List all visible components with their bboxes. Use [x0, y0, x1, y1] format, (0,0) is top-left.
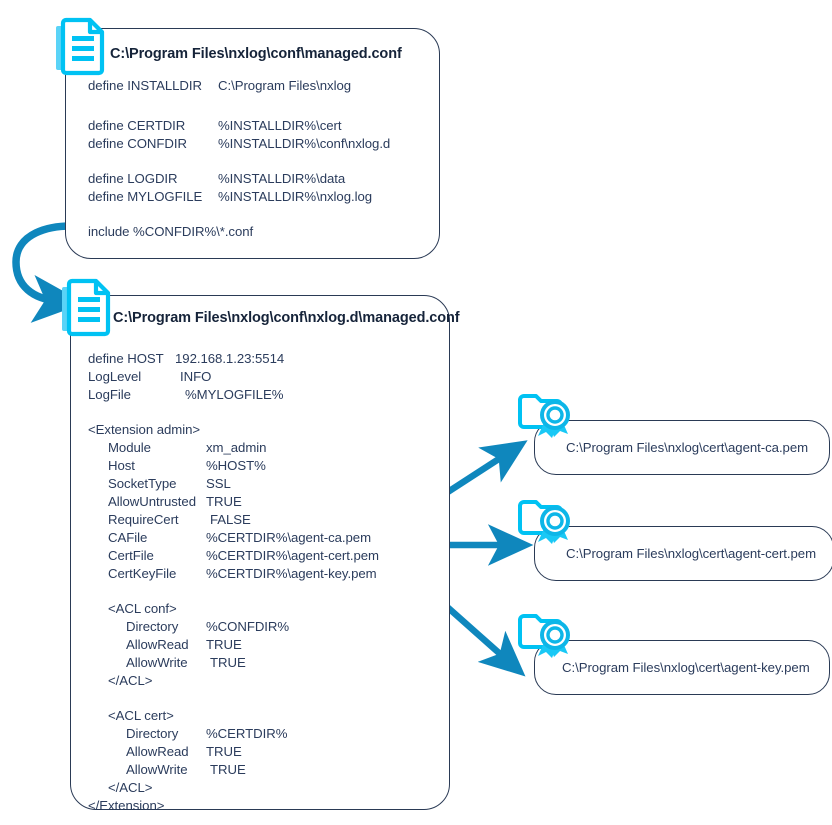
certificate-icon: [516, 608, 572, 664]
config-line: LogFile: [88, 387, 131, 402]
config-key: AllowRead: [126, 637, 189, 652]
config-line: AllowRead: [126, 744, 189, 759]
config-value: %INSTALLDIR%\conf\nxlog.d: [218, 136, 391, 151]
config-key: SocketType: [108, 476, 177, 491]
config-line: define LOGDIR: [88, 171, 178, 186]
config-key: CertFile: [108, 548, 154, 563]
config-panel-nxlog-d-managed-conf: [70, 295, 450, 810]
document-icon: [58, 275, 114, 339]
config-line: </ACL>: [108, 780, 152, 795]
config-line: Host: [108, 458, 135, 473]
config-line: define INSTALLDIR: [88, 78, 202, 93]
config-key: AllowWrite: [126, 762, 188, 777]
config-line: AllowWrite: [126, 655, 188, 670]
certificate-label: C:\Program Files\nxlog\cert\agent-ca.pem: [566, 440, 809, 455]
config-key: define HOST: [88, 351, 164, 366]
config-line: <Extension admin>: [88, 422, 200, 437]
config-line: AllowRead: [126, 637, 189, 652]
config-line: AllowUntrusted: [108, 494, 196, 509]
config-key: Host: [108, 458, 135, 473]
config-key: RequireCert: [108, 512, 179, 527]
certificate-label: C:\Program Files\nxlog\cert\agent-key.pe…: [562, 660, 810, 675]
config-key: Directory: [126, 619, 179, 634]
config-line: define CONFDIR: [88, 136, 187, 151]
config-value: %HOST%: [206, 458, 266, 473]
config-key: <ACL cert>: [108, 708, 174, 723]
config-value: %CERTDIR%\agent-ca.pem: [206, 530, 372, 545]
config-value: FALSE: [210, 512, 251, 527]
config-value: %MYLOGFILE%: [185, 387, 284, 402]
certificate-box-agent-ca: [534, 420, 830, 475]
config-value: SSL: [206, 476, 231, 491]
certificate-box-agent-key: [534, 640, 830, 695]
config-value: %INSTALLDIR%\data: [218, 171, 346, 186]
config-key: <ACL conf>: [108, 601, 177, 616]
config-key: AllowRead: [126, 744, 189, 759]
config-key: CertKeyFile: [108, 566, 177, 581]
config-key: </Extension>: [88, 798, 165, 813]
config-key: AllowUntrusted: [108, 494, 196, 509]
config-value: xm_admin: [206, 440, 267, 455]
config-key: </ACL>: [108, 780, 153, 795]
panel-title-nxlog-d-managed-conf: C:\Program Files\nxlog\conf\nxlog.d\mana…: [113, 310, 460, 326]
config-value: TRUE: [210, 655, 246, 670]
config-line: <ACL conf>: [108, 601, 177, 616]
config-value: %CERTDIR%\agent-cert.pem: [206, 548, 379, 563]
config-line: LogLevel: [88, 369, 141, 384]
document-icon: [52, 14, 108, 78]
config-line: CAFile: [108, 530, 147, 545]
config-line: Directory: [126, 619, 178, 634]
config-value: INFO: [180, 369, 212, 384]
config-line: AllowWrite: [126, 762, 188, 777]
config-line: define MYLOGFILE: [88, 189, 202, 204]
config-key: <Extension admin>: [88, 422, 201, 437]
config-value: %INSTALLDIR%\cert: [218, 118, 342, 133]
config-panel-managed-conf: [65, 28, 440, 259]
config-key: LogFile: [88, 387, 131, 402]
certificate-label: C:\Program Files\nxlog\cert\agent-cert.p…: [566, 546, 817, 561]
config-key: CAFile: [108, 530, 148, 545]
config-key: </ACL>: [108, 673, 153, 688]
config-line: <ACL cert>: [108, 708, 174, 723]
config-line: SocketType: [108, 476, 176, 491]
config-key: Directory: [126, 726, 179, 741]
config-line: </ACL>: [108, 673, 152, 688]
config-line-include: include %CONFDIR%\*.conf: [88, 224, 253, 239]
config-key: define CONFDIR: [88, 136, 187, 151]
config-line: CertFile: [108, 548, 154, 563]
config-key: AllowWrite: [126, 655, 188, 670]
config-line: define CERTDIR: [88, 118, 185, 133]
certificate-icon: [516, 494, 572, 550]
config-value: TRUE: [206, 744, 242, 759]
config-value: TRUE: [206, 494, 242, 509]
config-value: C:\Program Files\nxlog: [218, 78, 352, 93]
config-key: LogLevel: [88, 369, 142, 384]
config-line: </Extension>: [88, 798, 164, 813]
config-line: RequireCert: [108, 512, 179, 527]
certificate-icon: [516, 388, 572, 444]
config-value: %INSTALLDIR%\nxlog.log: [218, 189, 373, 204]
config-line: CertKeyFile: [108, 566, 176, 581]
config-key: define LOGDIR: [88, 171, 178, 186]
certificate-box-agent-cert: [534, 526, 832, 581]
config-value: %CERTDIR%\agent-key.pem: [206, 566, 377, 581]
config-line: Directory: [126, 726, 178, 741]
config-value: %CERTDIR%: [206, 726, 288, 741]
config-key: include %CONFDIR%\*.conf: [88, 224, 254, 239]
config-value: TRUE: [210, 762, 246, 777]
config-value: TRUE: [206, 637, 242, 652]
config-key: define CERTDIR: [88, 118, 186, 133]
config-line: Module: [108, 440, 151, 455]
config-value: %CONFDIR%: [206, 619, 290, 634]
config-line: define HOST: [88, 351, 164, 366]
config-key: define INSTALLDIR: [88, 78, 202, 93]
config-key: define MYLOGFILE: [88, 189, 203, 204]
config-key: Module: [108, 440, 151, 455]
config-value: 192.168.1.23:5514: [175, 351, 285, 366]
panel-title-managed-conf: C:\Program Files\nxlog\conf\managed.conf: [110, 46, 402, 62]
